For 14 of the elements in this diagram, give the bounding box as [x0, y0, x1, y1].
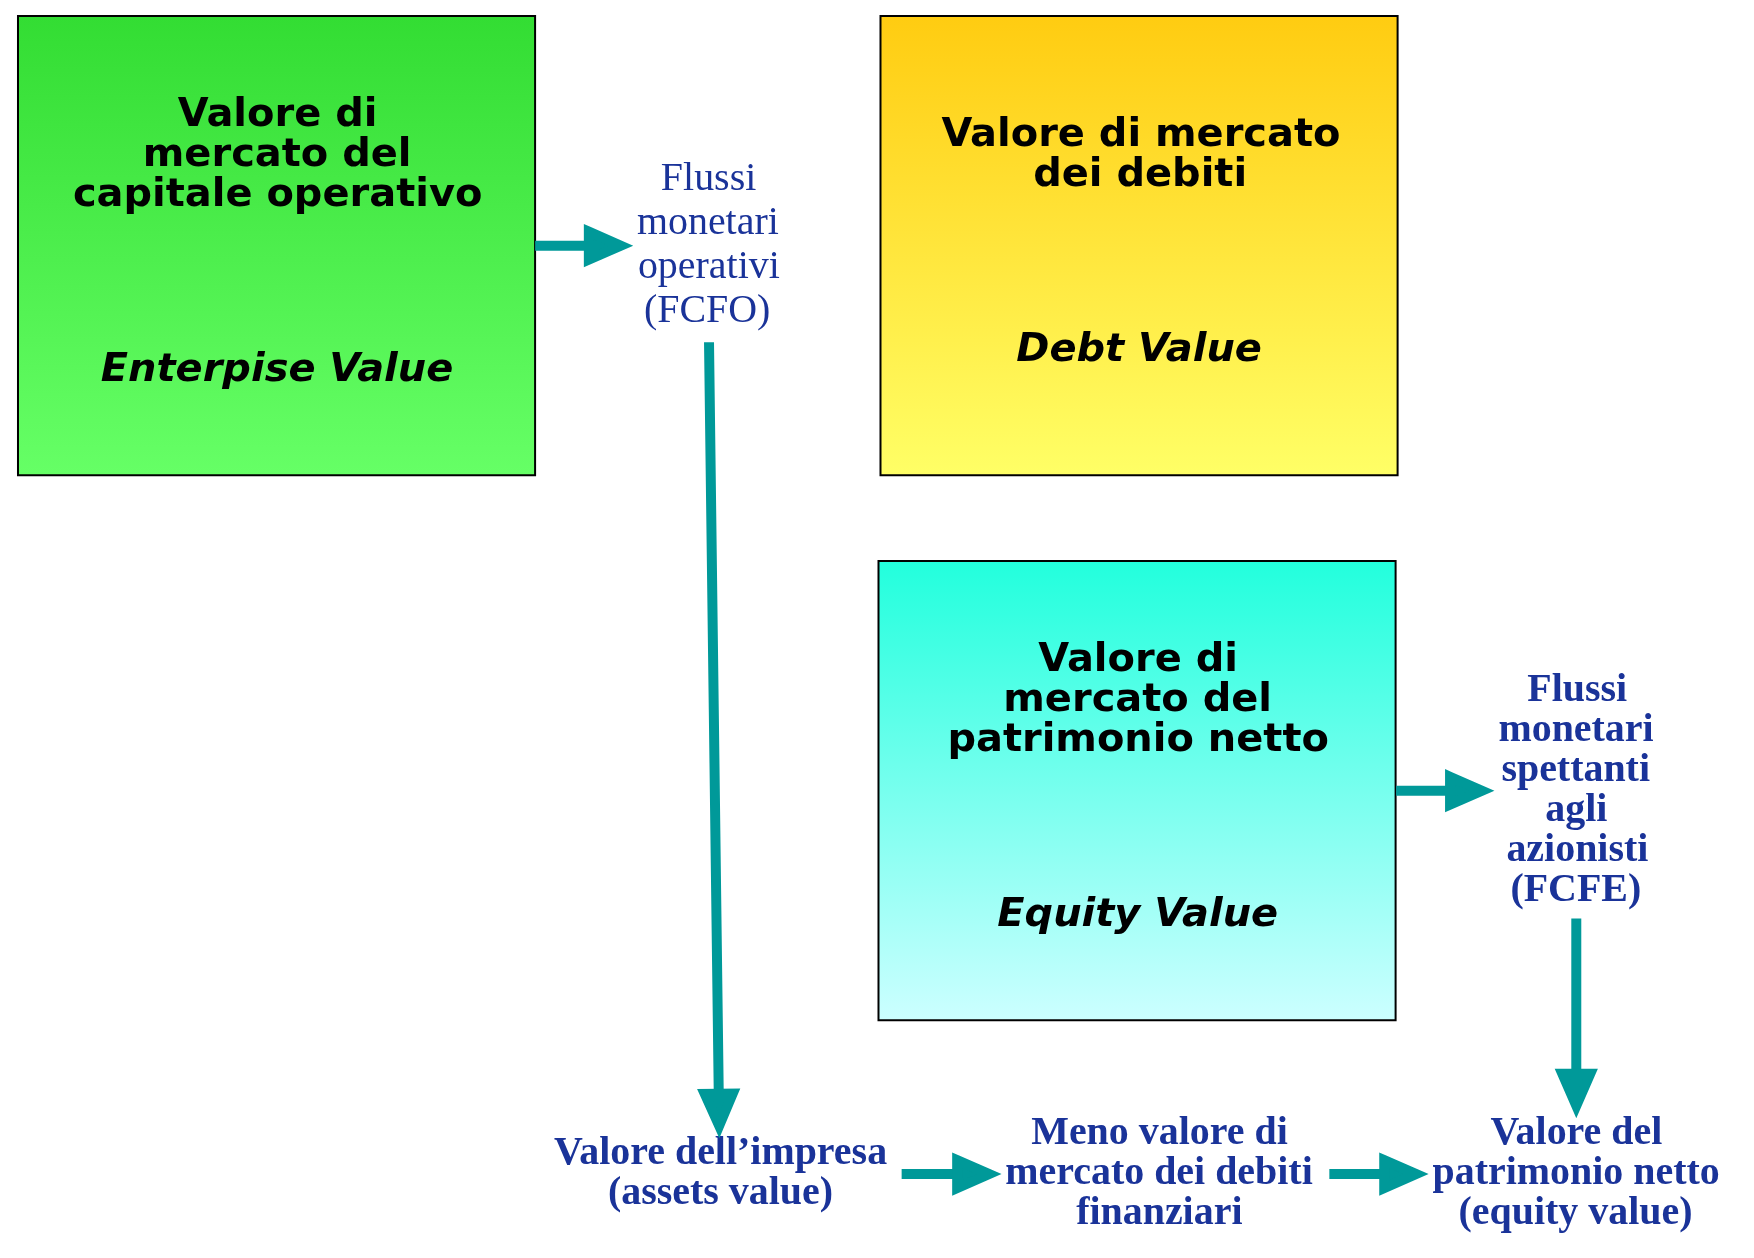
node-box: Valore di mercato dei debiti Debt Value: [879, 15, 1399, 477]
arrow: [1396, 769, 1495, 813]
arrow: [1329, 1152, 1429, 1196]
node-text: Valore dell’impresa (assets value): [554, 1128, 888, 1214]
arrow: [901, 1152, 1002, 1196]
node-text: Valore del patrimonio netto (equity value): [1432, 1108, 1720, 1233]
node-box: Valore di mercato del patrimonio netto Equity Value: [877, 560, 1397, 1022]
node-text: Flussi monetari operativi (FCFO): [636, 153, 780, 331]
node-text: Meno valore di mercato dei debiti finanziari: [1005, 1108, 1313, 1233]
node-box: Valore di mercato del capitale operativo Enterpise Value: [17, 15, 537, 477]
arrow: [697, 342, 741, 1139]
arrow: [535, 224, 634, 268]
arrow: [1554, 918, 1598, 1119]
node-text: Flussi monetari spettanti agli azionisti (FCFE): [1498, 664, 1654, 910]
